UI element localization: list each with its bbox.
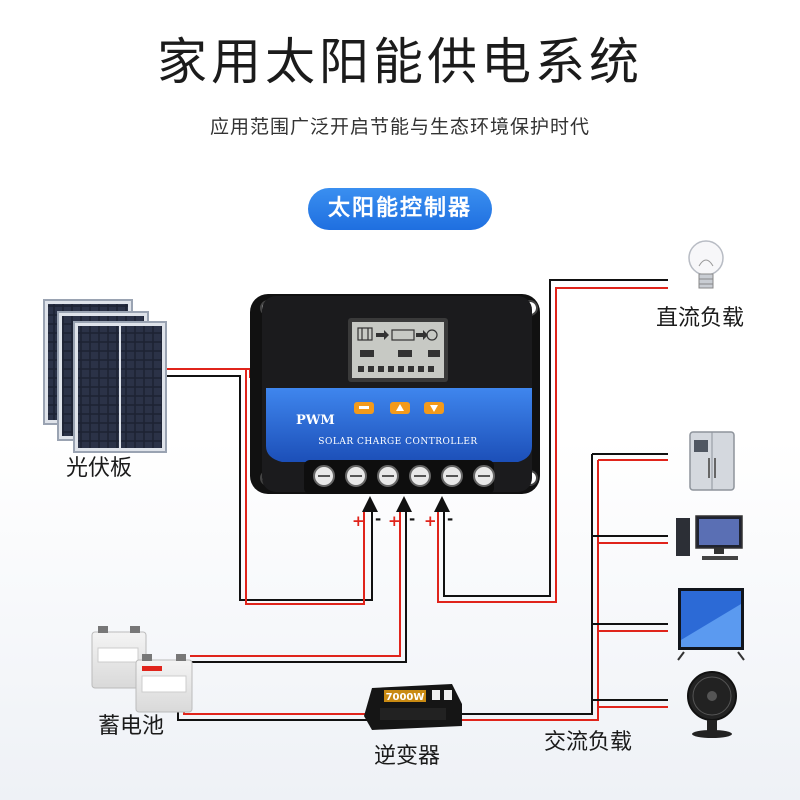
solar-panel-stack bbox=[44, 300, 166, 452]
label-inverter: 逆变器 bbox=[374, 738, 440, 770]
wire-battery-red bbox=[190, 510, 400, 656]
refrigerator-icon bbox=[690, 432, 734, 490]
wire-inverter-out-red bbox=[460, 460, 598, 720]
controller-caption: SOLAR CHARGE CONTROLLER bbox=[318, 437, 477, 447]
minus-sign: - bbox=[375, 510, 381, 528]
minus-sign: - bbox=[409, 510, 415, 528]
minus-sign: - bbox=[447, 510, 453, 528]
desktop-computer-icon bbox=[676, 516, 742, 560]
wire-battery-black bbox=[190, 510, 406, 662]
label-battery: 蓄电池 bbox=[98, 708, 164, 740]
charge-controller: PWM SOLAR CHARGE CONTROLLER bbox=[250, 294, 540, 494]
plus-sign: + bbox=[352, 512, 365, 530]
television-icon bbox=[678, 588, 744, 660]
label-dc-load: 直流负载 bbox=[656, 300, 744, 332]
plus-sign: + bbox=[424, 512, 437, 530]
inverter-icon: 7000W bbox=[364, 684, 462, 730]
label-solar-panel: 光伏板 bbox=[66, 450, 132, 482]
lightbulb-icon bbox=[689, 241, 723, 288]
electric-fan-icon bbox=[688, 672, 736, 738]
label-ac-load: 交流负载 bbox=[544, 724, 632, 756]
inverter-rating: 7000W bbox=[386, 692, 425, 703]
plus-sign: + bbox=[388, 512, 401, 530]
controller-brand: PWM bbox=[296, 413, 335, 428]
battery-icon bbox=[92, 626, 192, 712]
terminal-block bbox=[304, 460, 494, 494]
wire-battery-inverter-red bbox=[184, 680, 368, 714]
